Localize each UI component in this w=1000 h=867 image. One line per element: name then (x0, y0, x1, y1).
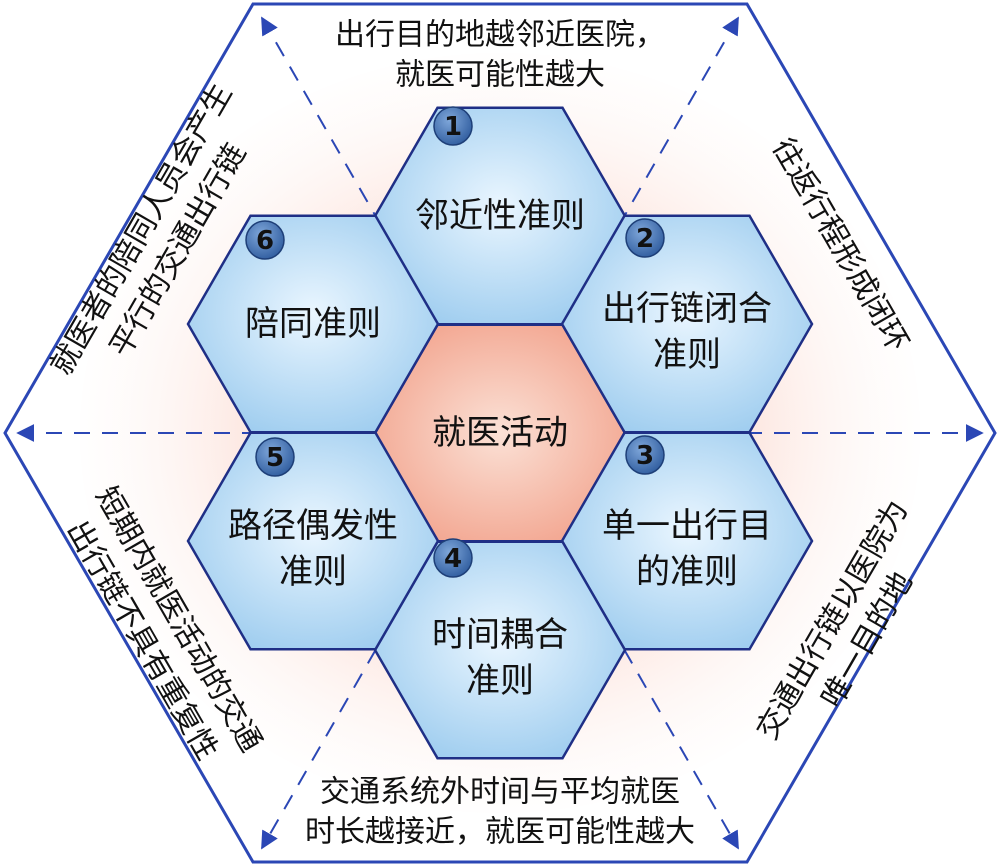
principle-label: 路径偶发性 (228, 506, 398, 546)
number-badge (433, 106, 473, 146)
principle-6: 陪同准则 6 (186, 214, 440, 434)
edge-text-line: 时长越接近，就医可能性越大 (305, 815, 695, 850)
number-badge (625, 218, 665, 258)
principle-label: 准则 (653, 335, 721, 375)
principle-hexagon (186, 214, 440, 434)
number-badge-label: 6 (256, 226, 274, 256)
principle-label: 单一出行目 (602, 506, 772, 546)
number-badge-label: 3 (636, 441, 654, 471)
number-badge-label: 4 (444, 544, 462, 574)
number-badge (625, 435, 665, 475)
principle-label: 的准则 (636, 552, 738, 592)
principle-label: 陪同准则 (245, 304, 381, 344)
principle-label: 时间耦合 (432, 615, 568, 655)
principle-label: 出行链闭合 (602, 289, 772, 329)
number-badge (255, 437, 295, 477)
edge-text-line: 交通系统外时间与平均就医 (320, 775, 680, 810)
principle-hexagons: 就医活动邻近性准则1出行链闭合准则2单一出行目的准则3时间耦合准则4路径偶发性准… (186, 106, 814, 760)
center-label: 就医活动 (432, 413, 568, 453)
number-badge-label: 5 (266, 443, 284, 473)
outer-hexagon-frame (3, 2, 997, 864)
edge-text-top: 出行目的地越邻近医院， 就医可能性越大 (335, 18, 665, 93)
principle-label: 邻近性准则 (415, 196, 585, 236)
number-badge (245, 220, 285, 260)
principle-1: 邻近性准则 1 (373, 106, 627, 326)
number-badge-label: 1 (444, 112, 462, 142)
principle-label: 准则 (279, 552, 347, 592)
principle-label: 准则 (466, 661, 534, 701)
number-badge-label: 2 (636, 224, 654, 254)
edge-text-line: 就医可能性越大 (395, 58, 605, 93)
edge-text-line: 出行目的地越邻近医院， (335, 18, 665, 53)
number-badge (433, 538, 473, 578)
